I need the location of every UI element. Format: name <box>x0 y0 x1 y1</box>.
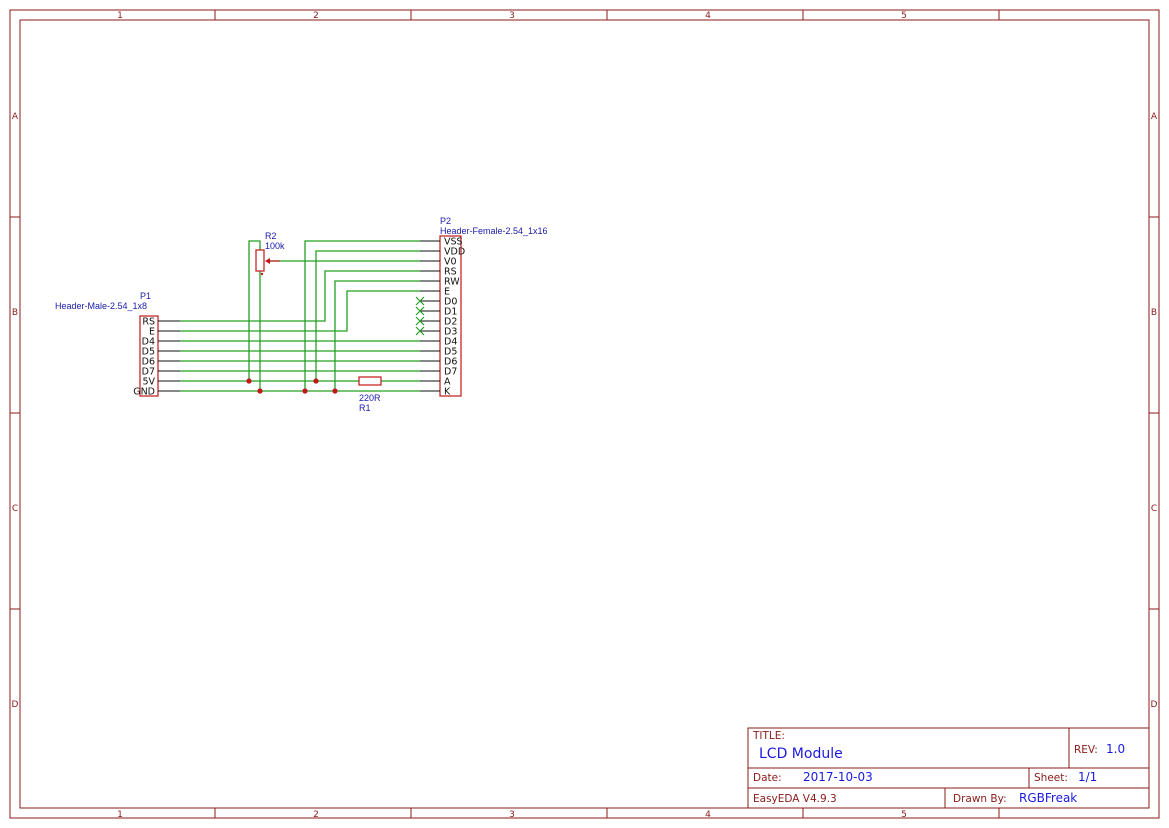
r2-ref-label: R2 <box>265 231 277 241</box>
p2-pin-d1: D1 <box>444 307 457 318</box>
junction <box>246 378 252 384</box>
p2-value-label: Header-Female-2.54_1x16 <box>440 226 548 236</box>
p1-pin-gnd: GND <box>133 387 155 398</box>
p1-pin-e: E <box>149 327 155 338</box>
p1-header[interactable]: RS E D4 D5 D6 D7 5V GND P1 Header-Male-2… <box>55 291 180 398</box>
p2-header[interactable]: VSS VDD V0 RS RW E D0 D1 D2 D3 D4 D5 D6 … <box>415 216 548 398</box>
p1-body <box>139 315 159 397</box>
border-row-d-left: D <box>12 700 19 710</box>
p2-body <box>439 235 462 397</box>
border-col-4-bottom: 4 <box>705 810 711 820</box>
wire-rs <box>180 270 420 322</box>
p1-ref-label: P1 <box>140 291 151 301</box>
software-label: EasyEDA V4.9.3 <box>753 793 837 805</box>
wire-vss <box>304 240 420 391</box>
p2-pin-rs: RS <box>444 267 457 278</box>
p2-pin-d2: D2 <box>444 317 457 328</box>
p1-pin-5v: 5V <box>142 377 155 388</box>
r2-value-label: 100k <box>265 241 285 251</box>
drawn-by-label: Drawn By: <box>953 793 1007 805</box>
sheet-border: 1 2 3 4 5 1 2 3 4 5 A B C D A B C D <box>9 9 1160 820</box>
rev-label: REV: <box>1074 744 1098 756</box>
p1-pin-d7: D7 <box>142 367 155 378</box>
border-row-d-right: D <box>1151 700 1158 710</box>
title-value: LCD Module <box>759 746 843 762</box>
sheet-value: 1/1 <box>1078 770 1097 784</box>
border-row-a-left: A <box>12 112 19 122</box>
p2-pin-k: K <box>444 387 451 398</box>
rev-value: 1.0 <box>1106 742 1125 756</box>
wire-vdd <box>315 250 420 381</box>
no-connect-markers <box>415 296 425 336</box>
p1-pin-d6: D6 <box>142 357 155 368</box>
sheet-label: Sheet: <box>1034 772 1068 784</box>
p2-pin-d5: D5 <box>444 347 457 358</box>
border-col-1-bottom: 1 <box>117 810 123 820</box>
border-col-1-top: 1 <box>117 11 123 21</box>
r2-pin-dot <box>260 272 264 276</box>
p1-pin-lines <box>158 320 180 392</box>
p2-pin-v0: V0 <box>444 257 457 268</box>
r1-value-label: 220R <box>359 393 381 403</box>
junction <box>302 388 308 394</box>
p2-pin-vdd: VDD <box>444 247 465 258</box>
r2-wiper-arrow-icon <box>265 258 270 264</box>
p2-pin-d6: D6 <box>444 357 457 368</box>
border-row-b-right: B <box>1151 308 1157 318</box>
border-col-5-bottom: 5 <box>901 810 907 820</box>
border-row-c-right: C <box>1151 504 1157 514</box>
junction <box>257 388 263 394</box>
junction <box>313 378 319 384</box>
p2-pin-e: E <box>444 287 450 298</box>
border-row-c-left: C <box>12 504 18 514</box>
border-col-2-top: 2 <box>313 11 319 21</box>
r1-ref-label: R1 <box>359 403 371 413</box>
p2-pin-d3: D3 <box>444 327 457 338</box>
p1-pin-d5: D5 <box>142 347 155 358</box>
border-row-b-left: B <box>12 308 18 318</box>
p2-pin-vss: VSS <box>444 237 463 248</box>
junction <box>332 388 338 394</box>
p2-pin-lines <box>420 240 440 392</box>
junctions <box>246 378 338 394</box>
wires <box>180 240 420 392</box>
border-col-4-top: 4 <box>705 11 711 21</box>
border-col-3-top: 3 <box>509 11 515 21</box>
no-connect-icon <box>415 316 425 326</box>
no-connect-icon <box>415 326 425 336</box>
border-col-5-top: 5 <box>901 11 907 21</box>
no-connect-icon <box>415 306 425 316</box>
p2-ref-label: P2 <box>440 216 451 226</box>
wire-rw <box>334 280 420 391</box>
p2-pin-d7: D7 <box>444 367 457 378</box>
wire-pot-top <box>248 240 261 381</box>
no-connect-icon <box>415 296 425 306</box>
p1-value-label: Header-Male-2.54_1x8 <box>55 301 147 311</box>
drawn-by-value: RGBFreak <box>1019 791 1077 805</box>
p2-pin-rw: RW <box>444 277 460 288</box>
p1-pin-rs: RS <box>142 317 155 328</box>
date-label: Date: <box>753 772 782 784</box>
p1-pin-d4: D4 <box>142 337 155 348</box>
title-label: TITLE: <box>752 730 785 742</box>
r2-body <box>255 249 265 272</box>
r1-resistor[interactable]: 220R R1 <box>358 376 382 413</box>
title-block: TITLE: LCD Module REV: 1.0 Date: 2017-10… <box>747 727 1150 809</box>
date-value: 2017-10-03 <box>803 770 873 784</box>
r1-body <box>358 376 382 386</box>
border-row-a-right: A <box>1151 112 1158 122</box>
border-col-2-bottom: 2 <box>313 810 319 820</box>
border-col-3-bottom: 3 <box>509 810 515 820</box>
r2-potentiometer[interactable]: R2 100k <box>255 231 285 276</box>
p2-pin-d0: D0 <box>444 297 457 308</box>
p2-pin-d4: D4 <box>444 337 457 348</box>
p2-pin-a: A <box>444 377 451 388</box>
wire-e <box>180 290 420 332</box>
